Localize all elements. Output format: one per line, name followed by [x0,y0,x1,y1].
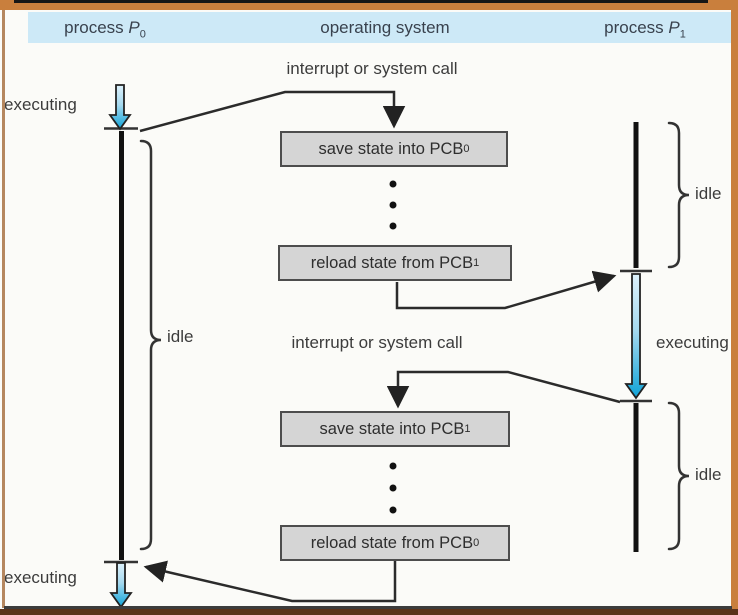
box-reload-state-pcb1-label: reload state from PCB [310,253,474,272]
interrupt-label-top: interrupt or system call [286,59,458,78]
idle-brace-p1-top [667,121,690,269]
idle-brace-p0 [139,139,162,551]
idle-label-p1-bottom: idle [695,465,722,484]
idle-label-p1-top: idle [695,184,722,203]
frame-right-border [731,10,738,615]
process-p0-sub: 0 [139,28,146,41]
box-save-state-pcb0-label: save state into PCB [318,139,464,158]
box-save-state-pcb1-label: save state into PCB [319,419,465,438]
executing-arrow-p0-bottom [109,562,133,609]
idle-label-p0: idle [167,327,194,346]
ellipsis-dots-top [389,180,397,230]
connector-interrupt-p1-to-save [386,370,621,409]
frame-left-border [2,10,5,608]
executing-label-p0-top: executing [4,95,77,114]
process-p1-symbol: P [668,18,680,37]
interrupt-label-bottom: interrupt or system call [291,333,463,352]
frame-top-black-line [14,0,708,3]
frame-bottom-strip [0,609,738,615]
process-p1-sub: 1 [679,28,686,41]
box-save-state-pcb0-sub: 0 [463,143,470,155]
executing-arrow-p0-top [108,84,132,131]
connector-reload-to-p1 [395,270,617,310]
process-p1-prefix: process [604,18,669,37]
box-reload-state-pcb1-sub: 1 [473,257,480,269]
ellipsis-dots-bottom [389,462,397,514]
idle-brace-p1-bottom [667,401,690,551]
process-p1-header: process P1 [565,17,725,41]
executing-arrow-p1 [624,273,648,400]
connector-interrupt-p0-to-save [139,90,406,133]
frame-bottom-line [4,606,732,609]
process-p0-header: process P0 [30,17,180,41]
box-save-state-pcb1-sub: 1 [464,423,471,435]
box-reload-state-pcb0-sub: 0 [473,537,480,549]
header-band [28,12,731,43]
operating-system-header: operating system [320,18,450,37]
box-reload-state-pcb0-label: reload state from PCB [310,533,474,552]
process-p0-prefix: process [64,18,129,37]
executing-label-p0-bottom: executing [4,568,77,587]
process-p0-symbol: P [128,18,140,37]
connector-reload-to-p0 [143,560,397,603]
frame-top-border [0,0,738,10]
executing-label-p1: executing [656,333,729,352]
